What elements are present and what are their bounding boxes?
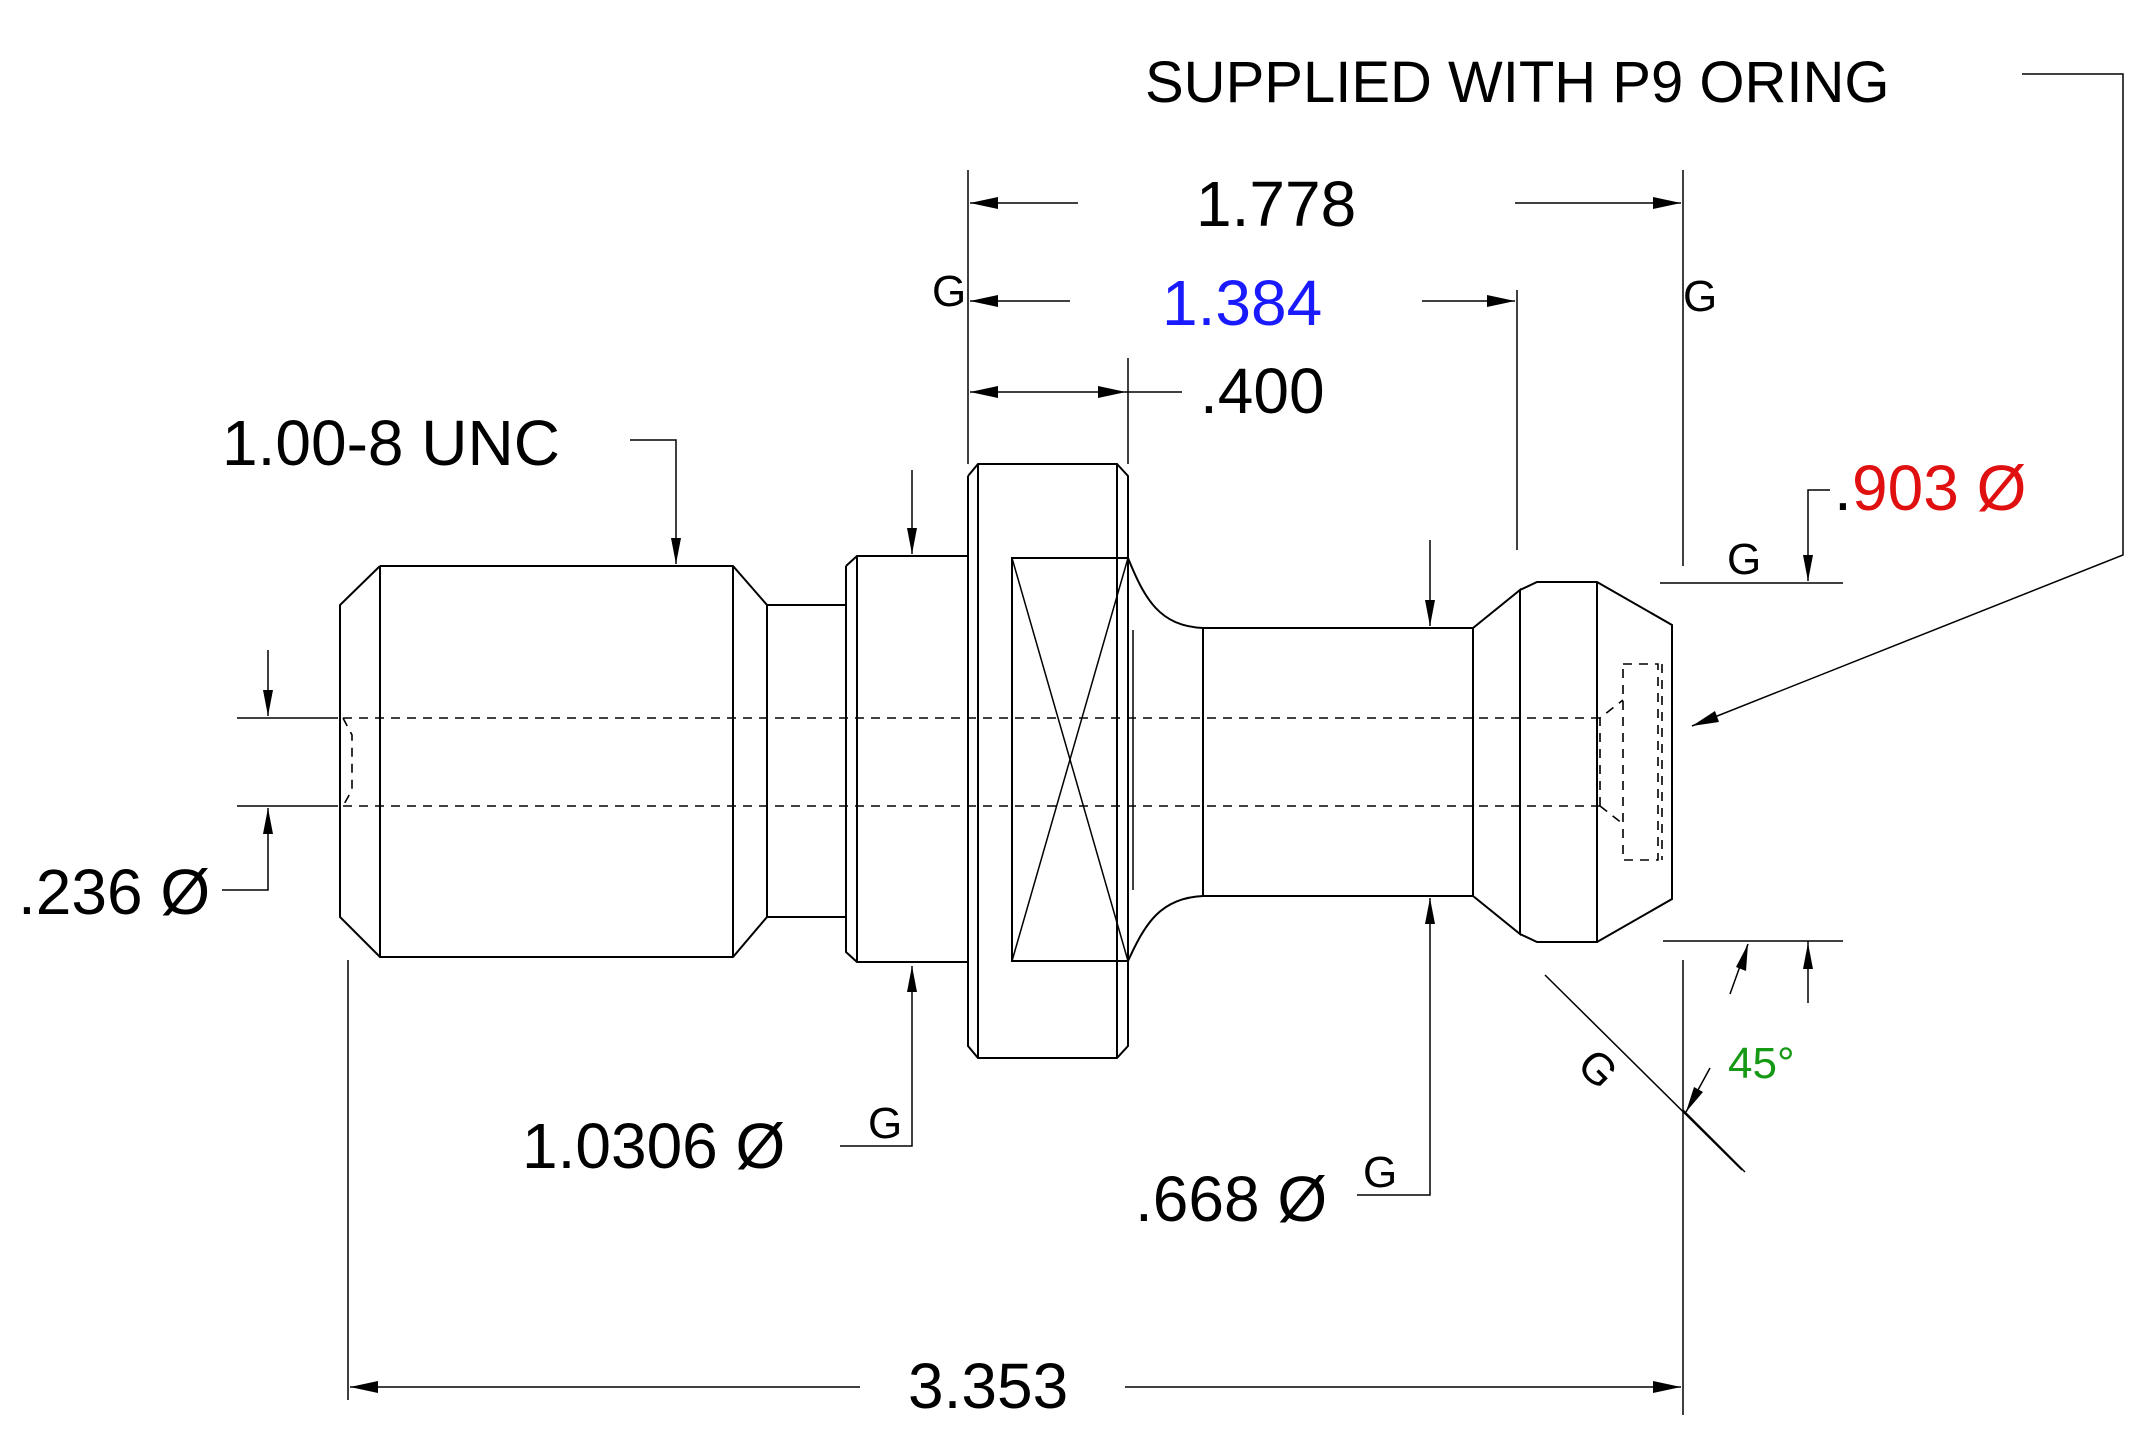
neck-dia: .668 Ø: [1135, 1163, 1327, 1235]
head: [1519, 581, 1673, 943]
thread-callout: 1.00-8 UNC: [222, 407, 560, 479]
grind-mark: G: [1363, 1148, 1397, 1197]
bore-dia: .236 Ø: [18, 856, 210, 928]
grind-mark: G: [868, 1099, 902, 1148]
head-dia: 903 Ø: [1852, 452, 2026, 524]
part-outline: [339, 463, 1673, 1059]
oring-counterbore: [1599, 699, 1624, 825]
oring-note: SUPPLIED WITH P9 ORING: [1145, 50, 1889, 115]
flange: [967, 463, 1129, 1059]
wrench-flat: [1011, 557, 1129, 962]
shoulder-section: [845, 555, 969, 963]
dim-1-384: 1.384: [1162, 267, 1322, 339]
relief-groove: [767, 604, 847, 918]
shoulder-dia: 1.0306 Ø: [522, 1110, 785, 1182]
grind-mark: G: [1568, 1040, 1627, 1099]
dim-400: .400: [1200, 355, 1325, 427]
chamfer-angle: 45°: [1728, 1039, 1795, 1088]
dim-1-778: 1.778: [1196, 168, 1356, 240]
grind-mark: G: [1683, 272, 1717, 321]
thread-section: [339, 565, 768, 958]
dimension-lines: [222, 73, 2124, 1415]
grind-mark: G: [932, 267, 966, 316]
overall-length: 3.353: [908, 1350, 1068, 1422]
labels: SUPPLIED WITH P9 ORING 1.778 1.384 .400 …: [18, 50, 2026, 1422]
head-dia-prefix: .: [1834, 452, 1852, 524]
grind-mark: G: [1727, 535, 1761, 584]
neck: [1127, 557, 1521, 962]
